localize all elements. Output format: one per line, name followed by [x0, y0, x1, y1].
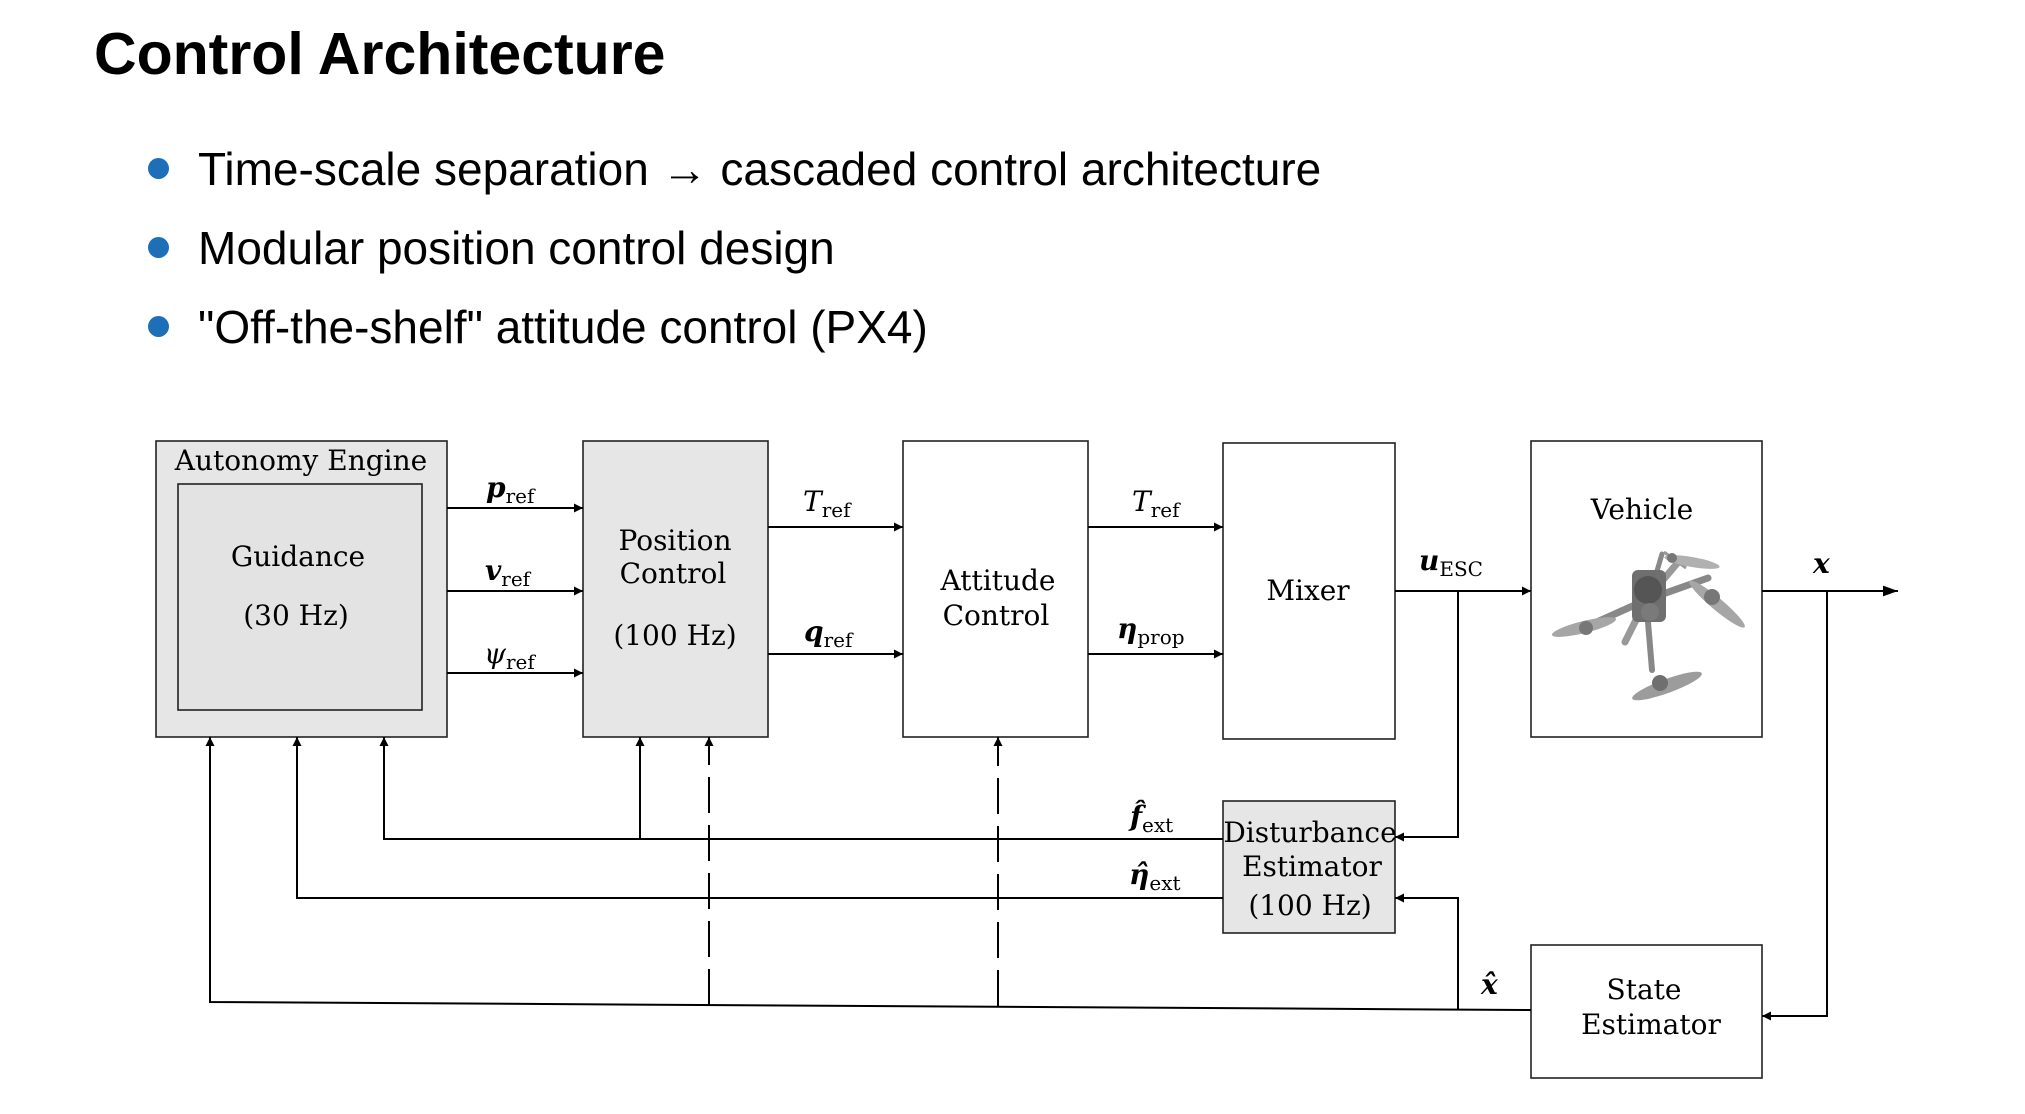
eta-ext-hat-label: η̂ext [1129, 858, 1181, 895]
x-hat-label: x̂ [1480, 968, 1498, 1001]
eta-ext-to-autonomy-arrow [292, 737, 1223, 899]
autonomy-engine-label: Autonomy Engine [174, 444, 427, 477]
disturbance-estimator-label-line2: Estimator [1242, 850, 1382, 883]
state-estimator-block [1530, 944, 1763, 1079]
bullet-text: Time-scale separation → cascaded control… [198, 143, 1322, 195]
bullet-item: Modular position control design [148, 209, 1321, 288]
bullet-item: Time-scale separation → cascaded control… [148, 130, 1321, 209]
attitude-control-block [902, 440, 1089, 738]
t-ref-label-1: Tref [803, 485, 852, 522]
state-estimator-label-line1: State [1607, 973, 1682, 1006]
bullet-text: "Off-the-shelf" attitude control (PX4) [198, 301, 928, 353]
guidance-rate-label: (30 Hz) [243, 599, 349, 632]
f-ext-hat-label: f̂ext [1128, 800, 1173, 837]
mixer-block [1222, 442, 1396, 740]
disturbance-estimator-label-line1: Disturbance [1223, 816, 1396, 849]
x-hat-to-disturbance-arrow [1395, 893, 1459, 1010]
v-ref-label: vref [485, 554, 532, 591]
quadrotor-drone-icon [1551, 550, 1745, 701]
attitude-control-label-line2: Control [943, 599, 1050, 632]
eta-prop-label: ηprop [1117, 612, 1185, 649]
x-hat-to-autonomy-arrow [205, 737, 1532, 1011]
bullet-list: Time-scale separation → cascaded control… [148, 130, 1321, 367]
position-control-block [582, 440, 769, 738]
x-output-label: x [1812, 547, 1830, 580]
state-estimator-label-line2: Estimator [1581, 1008, 1721, 1041]
p-ref-label: pref [486, 471, 536, 508]
u-esc-label: uESC [1419, 544, 1483, 581]
bullet-dot-icon [148, 316, 169, 337]
position-control-rate-label: (100 Hz) [613, 619, 736, 652]
bullet-dot-icon [148, 158, 169, 179]
psi-ref-label: ψref [484, 637, 536, 674]
disturbance-estimator-block [1222, 800, 1396, 934]
bullet-dot-icon [148, 237, 169, 258]
u-esc-to-disturbance-arrow [1395, 591, 1459, 842]
disturbance-estimator-rate-label: (100 Hz) [1248, 889, 1371, 922]
x-to-state-estimator-arrow [1762, 591, 1828, 1021]
t-ref-label-2: Tref [1132, 485, 1181, 522]
position-control-label-line2: Control [620, 557, 727, 590]
position-control-label-line1: Position [619, 524, 732, 557]
bullet-item: "Off-the-shelf" attitude control (PX4) [148, 288, 1321, 367]
bullet-text: Modular position control design [198, 222, 835, 274]
guidance-label: Guidance [231, 540, 365, 573]
guidance-block [177, 483, 423, 711]
attitude-control-label-line1: Attitude [940, 564, 1056, 597]
vehicle-label: Vehicle [1590, 493, 1693, 526]
mixer-label: Mixer [1266, 574, 1350, 607]
q-ref-label: qref [804, 615, 854, 652]
f-ext-to-autonomy-arrow [379, 737, 1223, 840]
slide-title: Control Architecture [94, 21, 666, 87]
